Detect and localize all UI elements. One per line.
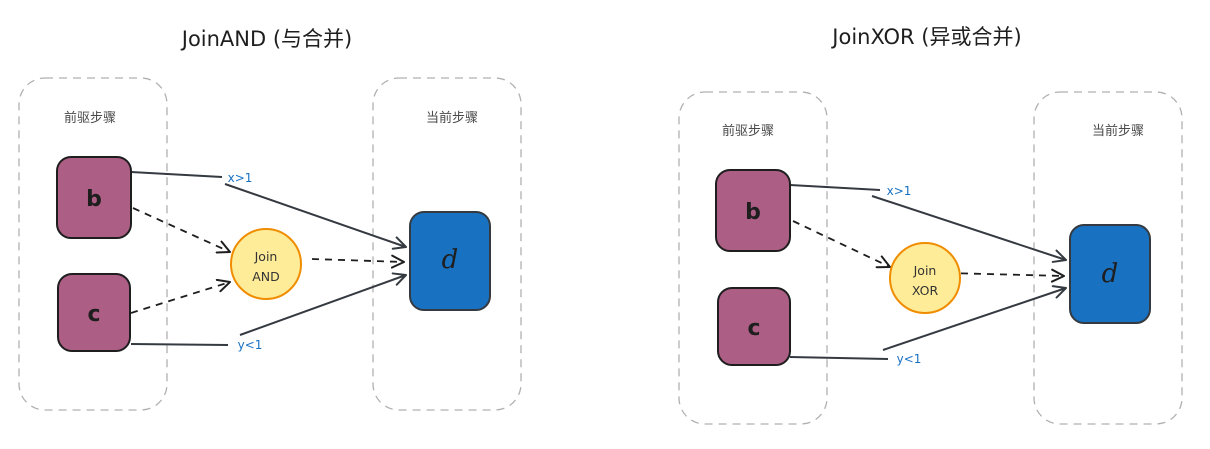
node-d[interactable]: d bbox=[1069, 224, 1151, 324]
node-b[interactable]: b bbox=[56, 156, 132, 239]
current-group-label: 当前步骤 bbox=[1092, 123, 1144, 139]
diagram-title: JoinAND (与合并) bbox=[180, 27, 353, 51]
predecessor-group-label: 前驱步骤 bbox=[722, 123, 774, 139]
node-b[interactable]: b bbox=[715, 169, 791, 252]
edge-c-join[interactable] bbox=[130, 278, 231, 314]
diagram-title: JoinXOR (异或合并) bbox=[830, 25, 1021, 49]
edge-join-d[interactable] bbox=[311, 254, 405, 269]
edge-label-y-lt-1: y<1 bbox=[238, 338, 263, 352]
predecessor-group-label: 前驱步骤 bbox=[64, 110, 116, 126]
edge-label-x-gt-1: x>1 bbox=[228, 171, 253, 185]
node-d-label: d bbox=[442, 245, 459, 275]
edge-b-d[interactable] bbox=[224, 183, 407, 250]
edge-b-d-segment bbox=[130, 171, 223, 178]
edge-label-x-gt-1: x>1 bbox=[887, 184, 912, 198]
node-c[interactable]: c bbox=[717, 287, 791, 366]
node-c[interactable]: c bbox=[57, 273, 131, 352]
node-c-label: c bbox=[87, 302, 100, 327]
predecessor-group bbox=[678, 91, 828, 425]
edge-label-y-lt-1: y<1 bbox=[897, 352, 922, 366]
join-xor-diagram: JoinXOR (异或合并) 前驱步骤 当前步骤 x>1 y<1 b c Joi… bbox=[678, 25, 1183, 425]
edge-c-d[interactable] bbox=[882, 285, 1067, 351]
edge-b-join[interactable] bbox=[132, 207, 231, 254]
join-label-line2: AND bbox=[252, 269, 280, 284]
join-label-line1: Join bbox=[913, 263, 937, 278]
current-group bbox=[1033, 91, 1183, 425]
edge-c-d[interactable] bbox=[239, 272, 407, 336]
current-group bbox=[372, 77, 522, 411]
edge-c-d-segment bbox=[789, 356, 889, 360]
node-d[interactable]: d bbox=[409, 211, 491, 311]
join-and-diagram: JoinAND (与合并) 前驱步骤 当前步骤 x>1 y<1 b c Join… bbox=[18, 27, 522, 411]
current-group-label: 当前步骤 bbox=[426, 110, 478, 126]
node-c-label: c bbox=[747, 316, 760, 341]
edge-b-d[interactable] bbox=[871, 195, 1067, 263]
edge-b-d-segment bbox=[789, 184, 881, 191]
join-and-node[interactable]: Join AND bbox=[230, 228, 302, 300]
node-b-label: b bbox=[745, 200, 761, 225]
predecessor-group bbox=[18, 77, 168, 411]
edge-b-join[interactable] bbox=[792, 220, 891, 269]
join-label-line2: XOR bbox=[912, 283, 939, 298]
node-b-label: b bbox=[86, 187, 102, 212]
edge-c-d-segment bbox=[130, 343, 229, 346]
node-d-label: d bbox=[1102, 259, 1119, 289]
join-xor-node[interactable]: Join XOR bbox=[889, 242, 961, 314]
join-label-line1: Join bbox=[254, 249, 278, 264]
